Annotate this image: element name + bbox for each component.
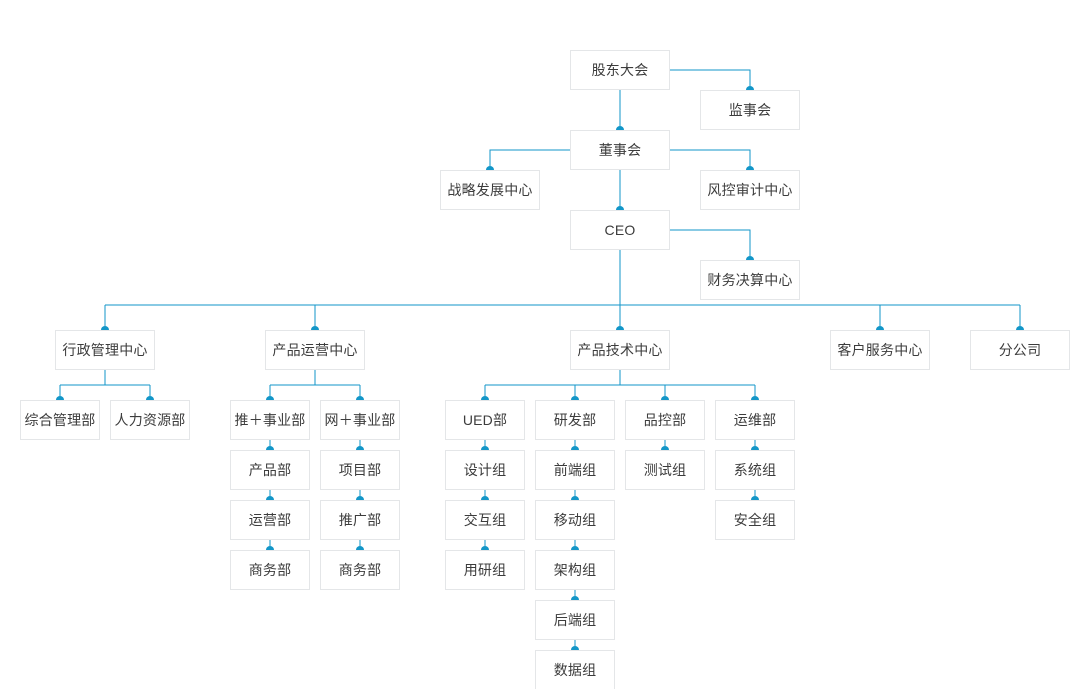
org-node-ceo[interactable]: CEO: [570, 210, 670, 250]
org-node-hr[interactable]: 人力资源部: [110, 400, 190, 440]
connector-line: [670, 229, 751, 260]
org-node-label: 后端组: [553, 612, 597, 628]
org-node-label: 研发部: [553, 412, 597, 428]
org-node-label: 风控审计中心: [707, 182, 793, 198]
org-node-label: 产品运营中心: [272, 342, 358, 358]
org-node-prodops[interactable]: 产品运营中心: [265, 330, 365, 370]
org-node-system[interactable]: 系统组: [715, 450, 795, 490]
org-node-operation[interactable]: 运营部: [230, 500, 310, 540]
org-node-label: 商务部: [248, 562, 292, 578]
connector-line: [670, 149, 751, 170]
org-node-custserv[interactable]: 客户服务中心: [830, 330, 930, 370]
org-node-label: 网＋事业部: [324, 412, 396, 428]
connector-line: [489, 149, 570, 170]
org-node-prodtech[interactable]: 产品技术中心: [570, 330, 670, 370]
org-node-label: 项目部: [338, 462, 382, 478]
org-node-userresearch[interactable]: 用研组: [445, 550, 525, 590]
org-node-label: 综合管理部: [24, 412, 96, 428]
org-node-label: 前端组: [553, 462, 597, 478]
org-node-tuibu[interactable]: 推＋事业部: [230, 400, 310, 440]
org-node-admin[interactable]: 行政管理中心: [55, 330, 155, 370]
org-node-data[interactable]: 数据组: [535, 650, 615, 689]
org-node-shareholders[interactable]: 股东大会: [570, 50, 670, 90]
org-node-mobile[interactable]: 移动组: [535, 500, 615, 540]
org-node-label: 行政管理中心: [62, 342, 148, 358]
org-node-wangbu[interactable]: 网＋事业部: [320, 400, 400, 440]
org-node-label: 品控部: [643, 412, 687, 428]
org-node-rd[interactable]: 研发部: [535, 400, 615, 440]
org-node-ued[interactable]: UED部: [445, 400, 525, 440]
org-node-label: 系统组: [733, 462, 777, 478]
org-node-board[interactable]: 董事会: [570, 130, 670, 170]
org-node-product[interactable]: 产品部: [230, 450, 310, 490]
org-node-label: 股东大会: [591, 62, 649, 78]
org-node-label: 商务部: [338, 562, 382, 578]
org-node-label: 董事会: [598, 142, 642, 158]
org-node-riskaudit[interactable]: 风控审计中心: [700, 170, 800, 210]
org-node-label: 用研组: [463, 562, 507, 578]
org-node-label: 交互组: [463, 512, 507, 528]
org-node-label: 产品部: [248, 462, 292, 478]
org-node-business2[interactable]: 商务部: [320, 550, 400, 590]
org-node-finance[interactable]: 财务决算中心: [700, 260, 800, 300]
org-node-design[interactable]: 设计组: [445, 450, 525, 490]
org-node-label: 分公司: [998, 342, 1042, 358]
org-node-interaction[interactable]: 交互组: [445, 500, 525, 540]
org-node-label: 运营部: [248, 512, 292, 528]
org-node-label: 战略发展中心: [447, 182, 533, 198]
org-node-promotion[interactable]: 推广部: [320, 500, 400, 540]
org-node-business1[interactable]: 商务部: [230, 550, 310, 590]
org-node-strategy[interactable]: 战略发展中心: [440, 170, 540, 210]
org-node-label: CEO: [604, 222, 636, 238]
org-node-label: 客户服务中心: [837, 342, 923, 358]
org-node-architecture[interactable]: 架构组: [535, 550, 615, 590]
org-node-label: 人力资源部: [114, 412, 186, 428]
org-node-label: 移动组: [553, 512, 597, 528]
org-node-label: 测试组: [643, 462, 687, 478]
org-node-frontend[interactable]: 前端组: [535, 450, 615, 490]
org-node-backend[interactable]: 后端组: [535, 600, 615, 640]
org-node-qa[interactable]: 品控部: [625, 400, 705, 440]
org-node-label: 推广部: [338, 512, 382, 528]
org-node-branch[interactable]: 分公司: [970, 330, 1070, 370]
org-node-label: 推＋事业部: [234, 412, 306, 428]
org-node-label: 监事会: [728, 102, 772, 118]
org-node-label: 架构组: [553, 562, 597, 578]
org-node-label: 数据组: [553, 662, 597, 678]
org-node-label: UED部: [462, 412, 508, 428]
org-node-label: 运维部: [733, 412, 777, 428]
org-node-label: 产品技术中心: [577, 342, 663, 358]
connector-line: [670, 69, 751, 90]
org-node-label: 设计组: [463, 462, 507, 478]
org-node-general[interactable]: 综合管理部: [20, 400, 100, 440]
org-node-supervisory[interactable]: 监事会: [700, 90, 800, 130]
org-node-test[interactable]: 测试组: [625, 450, 705, 490]
org-node-ops[interactable]: 运维部: [715, 400, 795, 440]
org-node-label: 财务决算中心: [707, 272, 793, 288]
org-node-label: 安全组: [733, 512, 777, 528]
org-node-project[interactable]: 项目部: [320, 450, 400, 490]
org-node-security[interactable]: 安全组: [715, 500, 795, 540]
